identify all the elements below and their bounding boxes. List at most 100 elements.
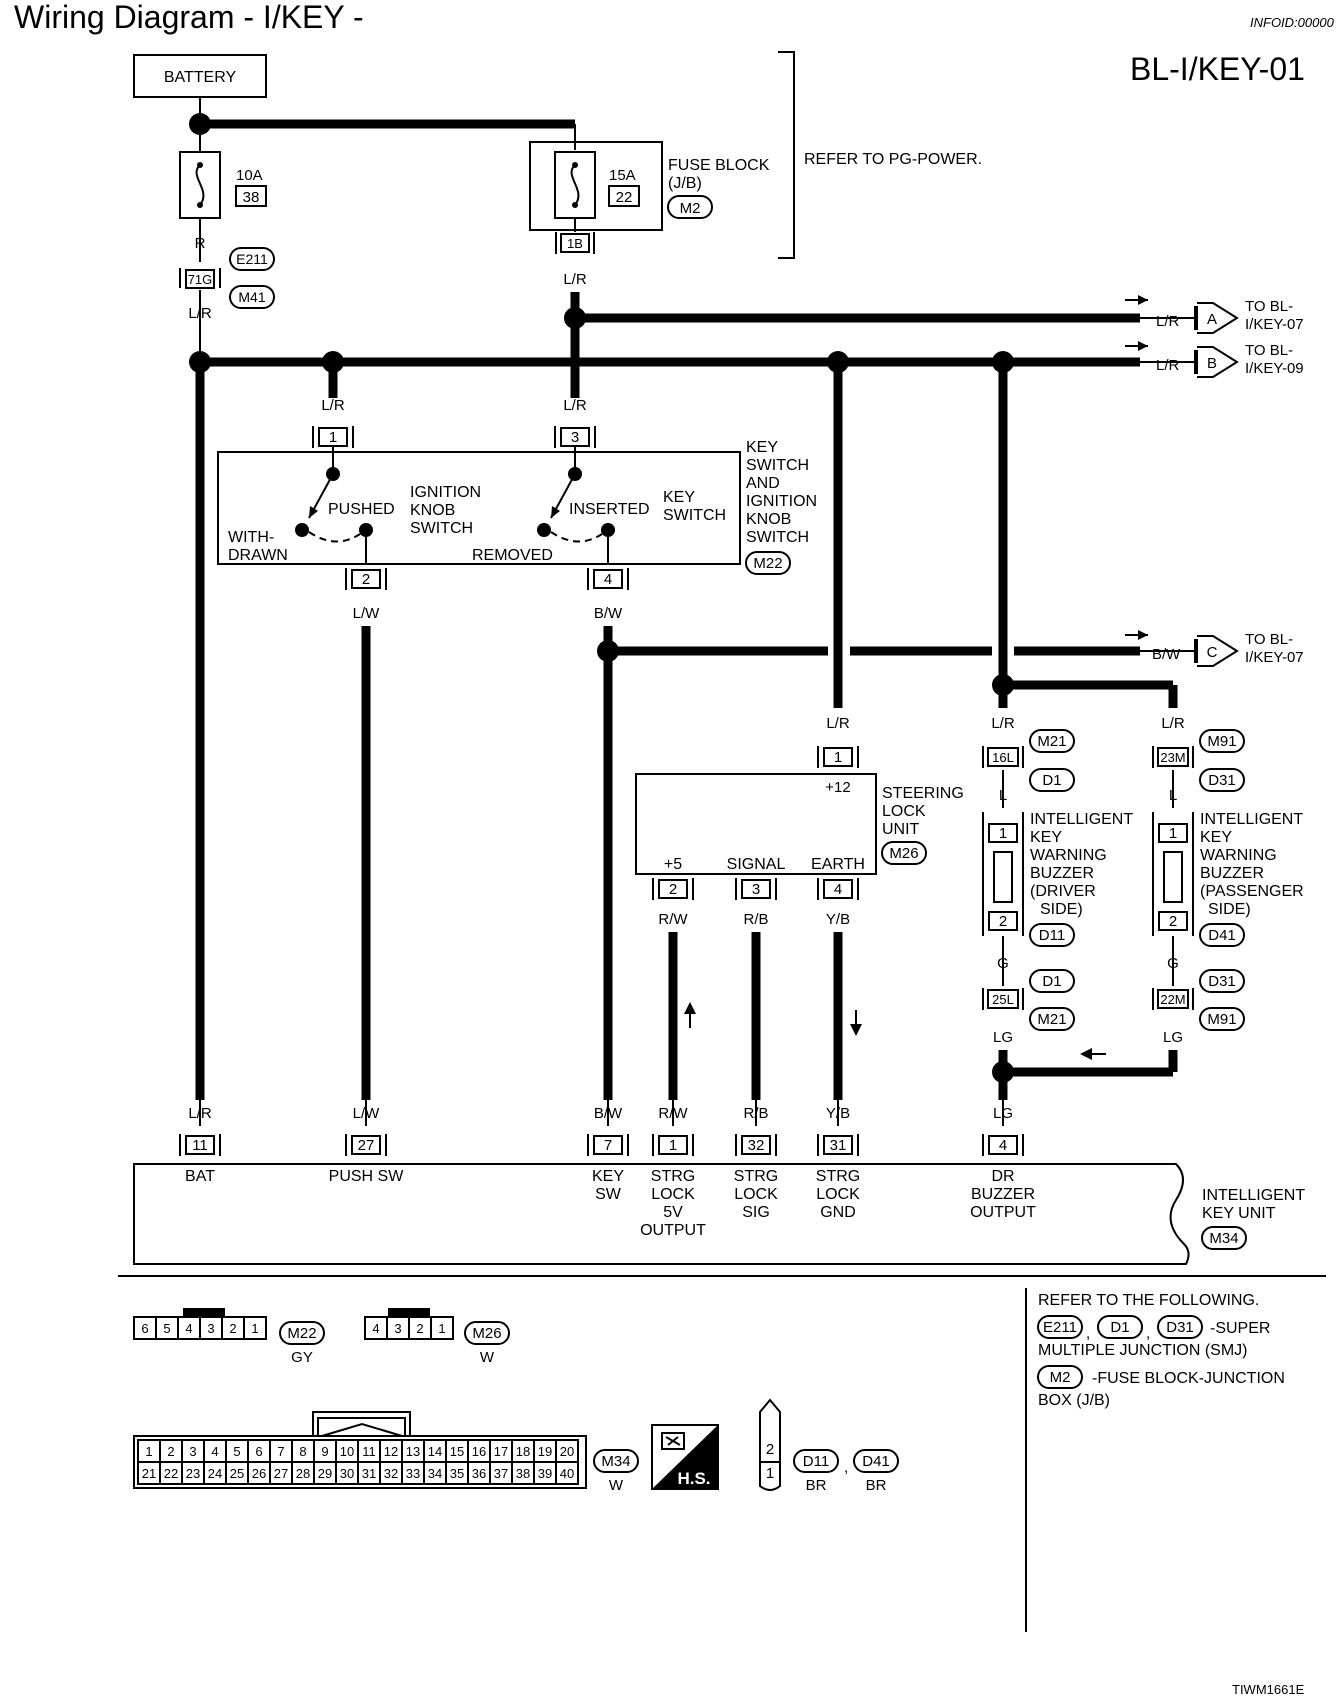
key-switch-pin-1: 1 — [312, 426, 354, 448]
svg-text:PUSH SW: PUSH SW — [329, 1168, 405, 1185]
steering-lock-name: STEERING — [882, 785, 964, 802]
svg-text:D11: D11 — [1039, 927, 1065, 944]
m34-pin-number: 22 — [164, 1466, 178, 1481]
svg-text:SWITCH: SWITCH — [746, 529, 809, 546]
svg-text:E211: E211 — [1043, 1319, 1077, 1336]
svg-text:GND: GND — [820, 1204, 856, 1221]
steering-pin-4: 4 — [817, 878, 859, 900]
svg-text:EARTH: EARTH — [811, 856, 865, 873]
m34-pin-number: 24 — [208, 1466, 222, 1481]
fuse-block-jb: (J/B) — [668, 175, 702, 192]
svg-text:3: 3 — [571, 429, 579, 446]
m34-pin-number: 38 — [516, 1466, 530, 1481]
svg-text:BR: BR — [866, 1477, 887, 1494]
svg-text:L/R: L/R — [991, 715, 1015, 732]
svg-text:,: , — [1086, 1325, 1090, 1342]
m34-pin-number: 36 — [472, 1466, 486, 1481]
svg-text:E211: E211 — [236, 251, 268, 267]
key-switch-pin-2: 2 — [345, 568, 387, 590]
svg-text:3: 3 — [752, 881, 760, 898]
m34-pin-number: 14 — [428, 1444, 442, 1459]
m34-pin-number: 19 — [538, 1444, 552, 1459]
label-key-switch: KEY — [663, 489, 695, 506]
m34-pin-number: 21 — [142, 1466, 156, 1481]
fuse-block-outline — [529, 141, 663, 231]
buzzer-passenger-top-pin: 23M — [1152, 746, 1194, 768]
svg-text:G: G — [997, 955, 1009, 972]
svg-text:W: W — [480, 1349, 495, 1366]
svg-text:BOX (J/B): BOX (J/B) — [1038, 1392, 1110, 1409]
svg-text:5V: 5V — [663, 1204, 683, 1221]
svg-text:22M: 22M — [1160, 992, 1185, 1007]
svg-text:1: 1 — [669, 1137, 677, 1154]
m34-pin-number: 12 — [384, 1444, 398, 1459]
joint-71g: 71G — [179, 268, 221, 289]
refer-pg-power: REFER TO PG-POWER. — [804, 151, 982, 168]
svg-text:2: 2 — [999, 913, 1007, 930]
svg-text:16L: 16L — [992, 750, 1014, 765]
m22-pin-number: 1 — [251, 1321, 258, 1336]
svg-text:OUTPUT: OUTPUT — [640, 1222, 706, 1239]
arrow-left — [1080, 1048, 1092, 1060]
svg-text:LOCK: LOCK — [651, 1186, 695, 1203]
svg-text:11: 11 — [192, 1137, 208, 1154]
svg-text:M2: M2 — [1050, 1369, 1071, 1386]
m26-cell — [430, 1316, 454, 1340]
arrow-up — [684, 1002, 696, 1014]
ikey-pin-11: 11 — [179, 1134, 221, 1156]
label-inserted: INSERTED — [569, 501, 650, 518]
label-removed: REMOVED — [472, 547, 553, 564]
buzzer-passenger-top-conn-2: D31 — [1199, 768, 1245, 792]
steering-pin-2: 2 — [652, 878, 694, 900]
svg-text:(PASSENGER: (PASSENGER — [1200, 883, 1304, 900]
svg-text:D1: D1 — [1042, 973, 1061, 990]
svg-text:+12: +12 — [825, 779, 850, 796]
svg-text:SIG: SIG — [742, 1204, 770, 1221]
svg-text:LG: LG — [993, 1029, 1013, 1046]
svg-text:M22: M22 — [753, 555, 782, 572]
svg-text:STRG: STRG — [816, 1168, 860, 1185]
m34-pin-number: 1 — [145, 1444, 152, 1459]
page-code: BL-I/KEY-01 — [1130, 51, 1305, 87]
svg-text:D1: D1 — [1110, 1319, 1129, 1336]
buzzer-passenger-conn: D41 — [1199, 923, 1245, 947]
svg-text:B/W: B/W — [594, 605, 623, 622]
svg-text:KNOB: KNOB — [410, 502, 455, 519]
svg-text:1: 1 — [766, 1465, 774, 1482]
m26-pin-number: 4 — [372, 1321, 379, 1336]
svg-text:L/R: L/R — [1156, 357, 1180, 374]
key-switch-unit-name: KEY SWITCH AND IGNITION KNOB SWITCH — [746, 439, 817, 546]
ikey-unit-box — [133, 1163, 1190, 1265]
svg-text:-FUSE BLOCK-JUNCTION: -FUSE BLOCK-JUNCTION — [1092, 1370, 1285, 1387]
svg-text:(DRIVER: (DRIVER — [1030, 883, 1096, 900]
battery: BATTERY — [133, 54, 267, 98]
ikey-pin-7: 7 — [587, 1134, 629, 1156]
svg-text:4: 4 — [999, 1137, 1007, 1154]
ikey-term-colors: L/R L/W B/W R/W R/B Y/B LG — [188, 1105, 1013, 1122]
fuse-block-label: FUSE BLOCK — [668, 157, 770, 174]
svg-text:REFER TO THE FOLLOWING.: REFER TO THE FOLLOWING. — [1038, 1292, 1259, 1309]
svg-text:IGNITION: IGNITION — [746, 493, 817, 510]
ikey-pin-1: 1 — [652, 1134, 694, 1156]
svg-text:TO BL-: TO BL- — [1245, 342, 1293, 359]
svg-text:2: 2 — [362, 571, 370, 588]
info-id: INFOID:00000 — [1250, 15, 1335, 30]
m22-pin-number: 4 — [185, 1321, 192, 1336]
svg-text:+5: +5 — [664, 856, 682, 873]
svg-text:27: 27 — [358, 1137, 375, 1154]
m34-pin-number: 4 — [211, 1444, 218, 1459]
svg-text:SIDE): SIDE) — [1040, 901, 1083, 918]
buzzer-passenger-name: INTELLIGENT KEY WARNING BUZZER (PASSENGE… — [1200, 811, 1304, 918]
buzzer-driver-conn: D11 — [1029, 923, 1075, 947]
m22-pin-number: 5 — [163, 1321, 170, 1336]
svg-text:KEY: KEY — [1200, 829, 1232, 846]
svg-text:LOCK: LOCK — [734, 1186, 778, 1203]
svg-text:WARNING: WARNING — [1200, 847, 1277, 864]
svg-text:R/B: R/B — [743, 911, 768, 928]
fuse-15a-amp: 15A — [609, 167, 636, 184]
svg-text:M26: M26 — [472, 1325, 501, 1342]
fuse-15a: 15A 22 — [554, 151, 640, 219]
svg-text:SW: SW — [595, 1186, 622, 1203]
svg-text:M2: M2 — [680, 200, 701, 217]
